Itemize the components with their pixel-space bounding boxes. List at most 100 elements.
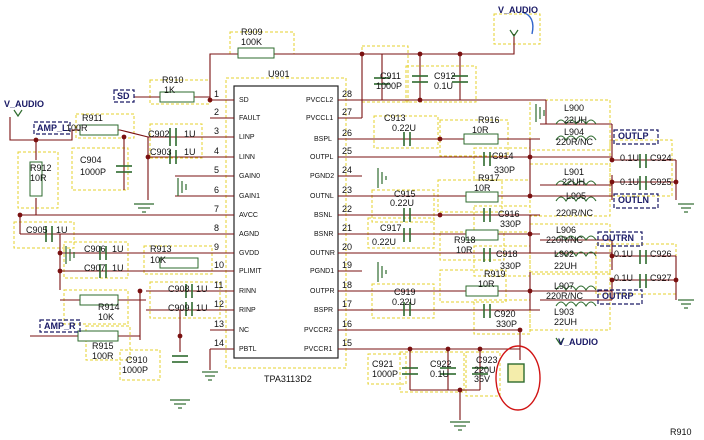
ref-l906: L906	[556, 225, 577, 235]
ref-r915: R915	[92, 341, 114, 351]
pin-label: AGND	[239, 231, 260, 238]
ref-c914: C914	[492, 151, 514, 161]
pin-label: BSPL	[314, 136, 332, 143]
ic-ref: U901	[268, 69, 290, 79]
value-l903: 22UH	[554, 317, 578, 327]
value-r916: 10R	[472, 125, 489, 135]
pin-number: 8	[214, 223, 220, 233]
ref-l904: L904	[564, 127, 585, 137]
value-c925: 0.1U	[620, 177, 640, 187]
pin-number: 20	[342, 242, 353, 252]
pin-number: 3	[214, 126, 220, 136]
pin-label: PVCCL1	[306, 115, 334, 122]
ref-l905: L905	[566, 191, 587, 201]
value-r911: 100R	[66, 123, 88, 133]
value-r919: 10R	[478, 279, 495, 289]
pin-label: AVCC	[239, 212, 258, 219]
value-l900: 22UH	[564, 115, 588, 125]
inductor-coils	[555, 119, 597, 308]
ref-c902: C902	[148, 129, 170, 139]
value-c917: 0.22U	[372, 237, 397, 247]
pin-number: 17	[342, 299, 353, 309]
value-l906: 220R/NC	[546, 235, 584, 245]
value-c906: 1U	[112, 244, 124, 254]
value-c910: 1000P	[122, 365, 149, 375]
ref-c918: C918	[496, 249, 518, 259]
ref-c923: C923	[476, 355, 498, 365]
value-c909: 1U	[196, 303, 208, 313]
pin-label: PLIMIT	[239, 268, 262, 275]
pin-number: 25	[342, 146, 353, 156]
pin-label: PVCCL2	[306, 97, 334, 104]
value-c920: 330P	[496, 319, 518, 329]
net-outrn: OUTRN	[602, 233, 634, 243]
ref-c904: C904	[80, 155, 102, 165]
net-v-audio-left: V_AUDIO	[4, 99, 45, 109]
pin-number: 22	[342, 204, 353, 214]
ic-part-number: TPA3113D2	[264, 374, 312, 384]
footer-label: R910	[670, 427, 692, 437]
pin-label: OUTPL	[310, 154, 334, 161]
pin-label: OUTNR	[310, 250, 335, 257]
ref-c916: C916	[498, 209, 520, 219]
ref-c908: C908	[168, 284, 190, 294]
pin-label: RINN	[239, 288, 257, 295]
pin-label: NC	[239, 327, 250, 334]
ref-c907: C907	[84, 263, 106, 273]
ref-r911: R911	[82, 113, 103, 123]
pin-number: 4	[214, 146, 220, 156]
pin-number: 27	[342, 107, 353, 117]
value-c922: 0.1U	[430, 369, 450, 379]
value-c921: 1000P	[372, 369, 399, 379]
ref-c925: C925	[650, 177, 672, 187]
ref-c913: C913	[384, 113, 406, 123]
ref-c906: C906	[84, 244, 106, 254]
ref-c919: C919	[394, 287, 416, 297]
value-l901: 22UH	[562, 177, 586, 187]
capacitor-plates	[45, 75, 647, 375]
pin-label: PBTL	[239, 346, 257, 353]
ground-symbols	[65, 104, 694, 431]
pin-number: 19	[342, 260, 353, 270]
annotation-markings	[495, 11, 541, 411]
pin-number: 12	[214, 299, 225, 309]
value-c908: 1U	[196, 284, 208, 294]
ref-c926: C926	[650, 249, 672, 259]
ref-r917: R917	[478, 173, 500, 183]
pin-number: 16	[342, 319, 353, 329]
value-c927: 0.1U	[614, 273, 634, 283]
pin-number: 23	[342, 185, 353, 195]
pin-number: 5	[214, 165, 220, 175]
pin-label: SD	[239, 97, 249, 104]
wires	[9, 34, 677, 420]
ref-r912: R912	[30, 163, 52, 173]
net-outln: OUTLN	[618, 195, 649, 205]
value-r912: 10R	[30, 173, 47, 183]
resistor-bodies	[29, 47, 499, 342]
ref-l907: L907	[554, 281, 575, 291]
value-c912: 0.1U	[434, 81, 454, 91]
ref-c927: C927	[650, 273, 672, 283]
ref-c924: C924	[650, 153, 672, 163]
ref-c911: C911	[380, 71, 401, 81]
pin-number: 26	[342, 128, 353, 138]
pin-label: BSNR	[314, 231, 334, 238]
ref-r910: R910	[162, 75, 184, 85]
value-l904: 220R/NC	[556, 137, 594, 147]
net-flag-boxes	[33, 89, 659, 333]
pin-label: LINP	[239, 134, 255, 141]
ref-c915: C915	[394, 189, 416, 199]
ref-c903: C903	[150, 147, 172, 157]
pin-number: 1	[214, 89, 220, 99]
value-r909: 100K	[241, 37, 263, 47]
value-c915: 0.22U	[390, 198, 415, 208]
net-v-audio-top: V_AUDIO	[498, 5, 539, 15]
value-c913: 0.22U	[392, 123, 417, 133]
pin-label: PVCCR1	[304, 346, 333, 353]
pin-number: 14	[214, 338, 225, 348]
net-sd: SD	[117, 91, 130, 101]
value-c911: 1000P	[376, 81, 403, 91]
ref-c910: C910	[126, 355, 148, 365]
ref-c917: C917	[380, 223, 402, 233]
pin-label: FAULT	[239, 115, 261, 122]
